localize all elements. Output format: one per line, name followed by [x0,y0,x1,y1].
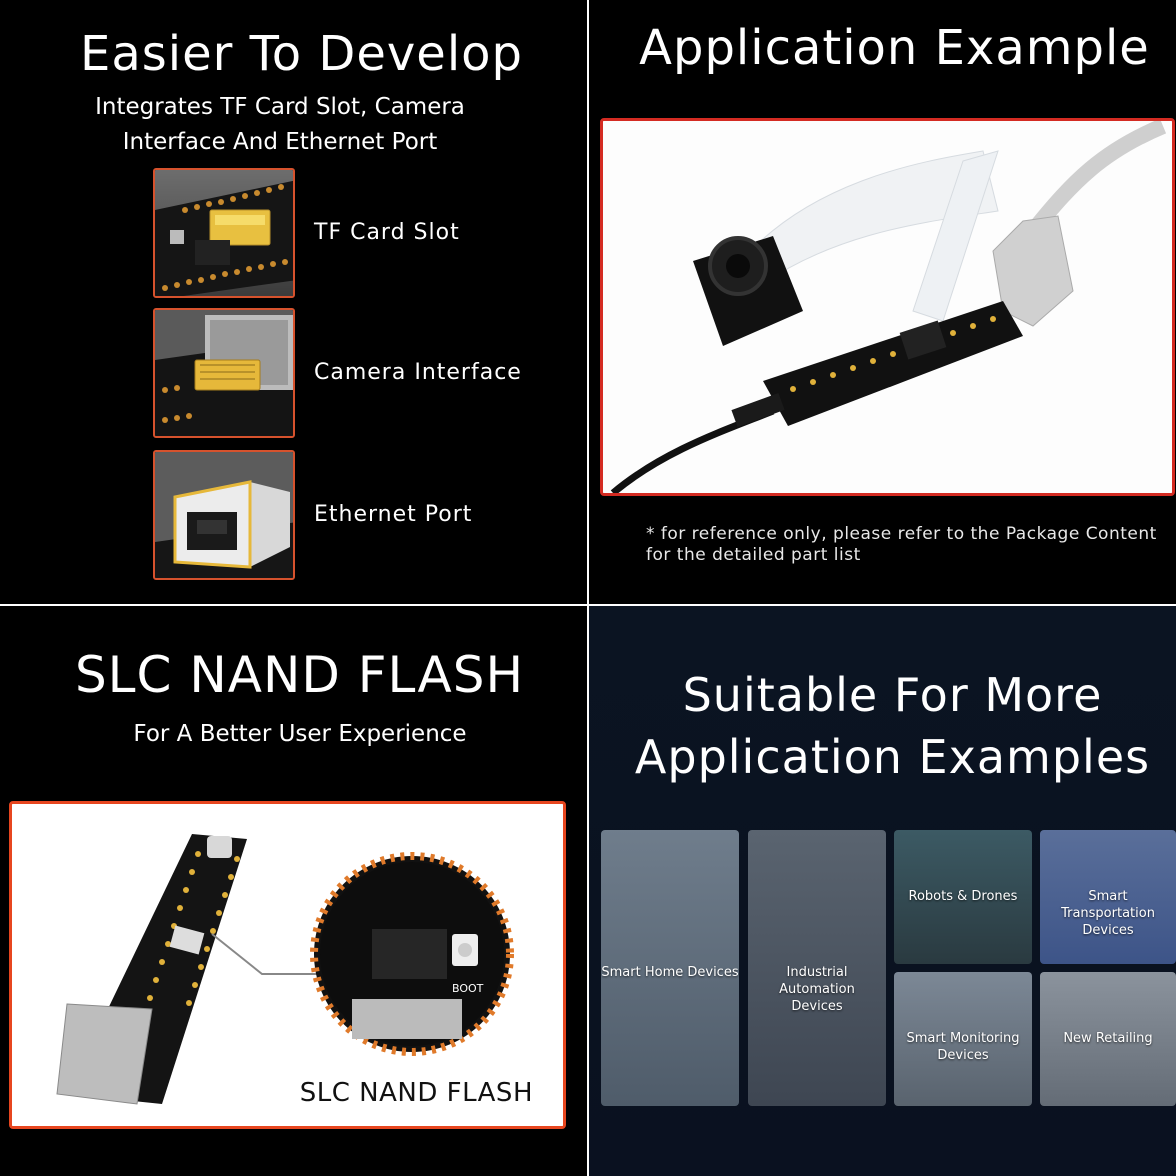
tf-card-slot-image [153,168,295,298]
subtitle-line: Interface And Ethernet Port [122,129,438,155]
panel-application-example: Application Example * for reference only… [589,0,1176,604]
divider-vertical [587,0,589,1176]
subtitle-line: Integrates TF Card Slot, Camera [95,94,465,120]
panel-title: Suitable For More Application Examples [599,664,1176,788]
tile-label-line: Devices [937,1048,989,1063]
tile-new-retailing: New Retailing [1040,972,1176,1106]
application-example-photo [600,118,1175,496]
tile-label-line: Devices [1082,923,1134,938]
feature-label-tf-card: TF Card Slot [314,220,460,245]
tile-label: Smart Home Devices [601,965,739,980]
panel-subtitle: For A Better User Experience [133,721,467,747]
title-line: Suitable For More [682,668,1103,722]
divider-horizontal [0,604,1176,606]
tile-industrial-automation: Industrial Automation Devices [748,830,886,1106]
panel-more-applications: Suitable For More Application Examples S… [589,606,1176,1176]
panel-title: SLC NAND FLASH [74,646,525,704]
panel-slc-nand-flash: SLC NAND FLASH For A Better User Experie… [0,606,587,1176]
tile-robots-drones: Robots & Drones [894,830,1032,964]
tile-label-line: Industrial Automation [779,965,855,997]
nand-flash-image: BOOT SLC NAND FLASH [9,801,566,1129]
tile-label: Robots & Drones [908,889,1018,904]
feature-label-ethernet: Ethernet Port [314,502,473,527]
panel-title: Application Example [639,20,1150,76]
tile-smart-monitoring: Smart Monitoring Devices [894,972,1032,1106]
tile-smart-transportation: Smart Transportation Devices [1040,830,1176,964]
nand-caption: SLC NAND FLASH [299,1078,533,1108]
tile-label-line: Smart Transportation [1061,889,1155,921]
panel-subtitle: Integrates TF Card Slot, Camera Interfac… [0,90,560,160]
note-line: * for reference only, please refer to th… [646,524,1157,544]
boot-label: BOOT [452,982,484,995]
note-line: for the detailed part list [646,545,861,565]
tile-label-line: Smart Monitoring [906,1031,1020,1046]
tile-label: Smart Monitoring Devices [894,1030,1032,1064]
tile-label: Industrial Automation Devices [748,964,886,1015]
feature-label-camera: Camera Interface [314,360,522,385]
panel-title: Easier To Develop [80,26,523,82]
tile-label-line: Devices [791,999,843,1014]
reference-note: * for reference only, please refer to th… [646,524,1157,566]
title-line: Application Examples [634,730,1151,784]
panel-easier-to-develop: Easier To Develop Integrates TF Card Slo… [0,0,587,604]
camera-interface-image [153,308,295,438]
tile-label: Smart Transportation Devices [1040,888,1176,939]
tile-label: New Retailing [1063,1031,1153,1046]
tile-smart-home: Smart Home Devices [601,830,739,1106]
ethernet-port-image [153,450,295,580]
